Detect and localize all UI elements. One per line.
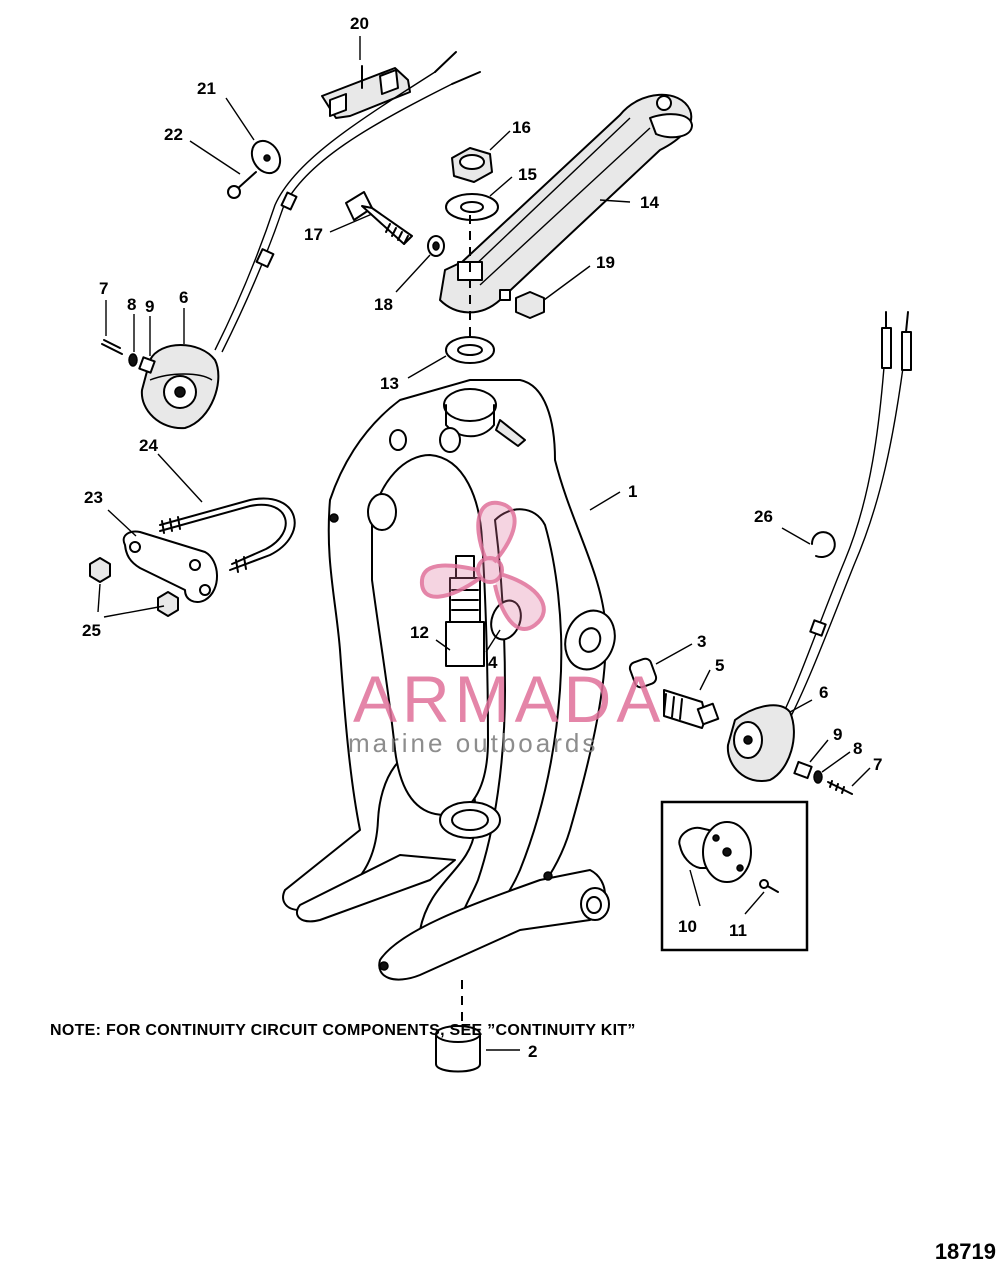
callout-17: 17 — [304, 225, 323, 244]
callout-14: 14 — [640, 193, 659, 212]
part-25-nut-upper — [89, 557, 111, 583]
right-wire-harness — [779, 311, 912, 723]
callout-19: 19 — [596, 253, 615, 272]
part-23-plate — [122, 530, 218, 603]
callout-labels: 20 21 22 16 15 14 17 18 19 13 7 8 9 6 24… — [82, 14, 882, 1061]
part-9-bushing-left — [138, 356, 156, 374]
callout-8-left: 8 — [127, 295, 136, 314]
callout-24: 24 — [139, 436, 158, 455]
callout-9-left: 9 — [145, 297, 154, 316]
callout-26: 26 — [754, 507, 773, 526]
callout-11: 11 — [729, 921, 747, 940]
part-18-washer — [427, 235, 445, 257]
part-13-washer — [445, 336, 495, 364]
part-1-swivel-bracket — [282, 379, 616, 981]
callout-7-left: 7 — [99, 279, 108, 298]
callout-2: 2 — [528, 1042, 537, 1061]
armada-watermark: ARMADA marine outboards — [348, 501, 665, 758]
part-22-screw — [227, 171, 257, 199]
callout-6-left: 6 — [179, 288, 188, 307]
part-6-trim-sender-right — [726, 704, 795, 783]
callout-21: 21 — [197, 79, 216, 98]
callout-5: 5 — [715, 656, 724, 675]
part-14-steering-arm — [439, 93, 693, 314]
part-16-nut — [451, 147, 493, 183]
callout-3: 3 — [697, 632, 706, 651]
part-3-bushing — [628, 657, 658, 689]
callout-7-right: 7 — [873, 755, 882, 774]
part-4-pin — [490, 599, 522, 641]
part-21-clip — [250, 139, 282, 175]
part-17-bolt — [345, 191, 413, 245]
part-6-trim-sender-left — [140, 344, 220, 430]
part-7-screw-right — [827, 780, 853, 795]
propeller-logo — [419, 501, 546, 631]
callout-13: 13 — [380, 374, 399, 393]
part-5-shaft — [663, 689, 720, 729]
part-10-cap — [678, 821, 752, 883]
callout-18: 18 — [374, 295, 393, 314]
part-8-washer-right — [813, 770, 823, 784]
figure-id: 18719 — [934, 1239, 996, 1264]
callout-16: 16 — [512, 118, 531, 137]
continuity-note: NOTE: FOR CONTINUITY CIRCUIT COMPONENTS,… — [50, 1022, 636, 1039]
inset-detail-box — [660, 800, 809, 952]
part-25-nut-lower — [157, 591, 179, 617]
callout-23: 23 — [84, 488, 103, 507]
part-8-washer-left — [128, 353, 138, 367]
callout-12: 12 — [410, 623, 429, 642]
leader-lines — [97, 36, 871, 1051]
callout-10: 10 — [678, 917, 697, 936]
upper-wire-harness — [214, 51, 481, 353]
part-26-clip — [811, 531, 836, 558]
part-2-bushing — [435, 1025, 481, 1073]
watermark-brand: ARMADA — [353, 662, 665, 736]
part-11-screw — [759, 879, 779, 893]
part-7-screw-left — [101, 339, 123, 355]
callout-1: 1 — [628, 482, 637, 501]
callout-6-right: 6 — [819, 683, 828, 702]
callout-8-right: 8 — [853, 739, 862, 758]
callout-25: 25 — [82, 621, 101, 640]
callout-15: 15 — [518, 165, 537, 184]
part-9-bushing-right — [793, 760, 813, 780]
callout-20: 20 — [350, 14, 369, 33]
callout-4: 4 — [488, 653, 498, 672]
part-24-u-bolt — [159, 497, 296, 573]
part-15-washer — [445, 193, 499, 221]
watermark-tagline: marine outboards — [348, 728, 598, 758]
part-19-nut — [515, 291, 545, 319]
part-20-bracket — [321, 65, 411, 119]
callout-9-right: 9 — [833, 725, 842, 744]
callout-22: 22 — [164, 125, 183, 144]
